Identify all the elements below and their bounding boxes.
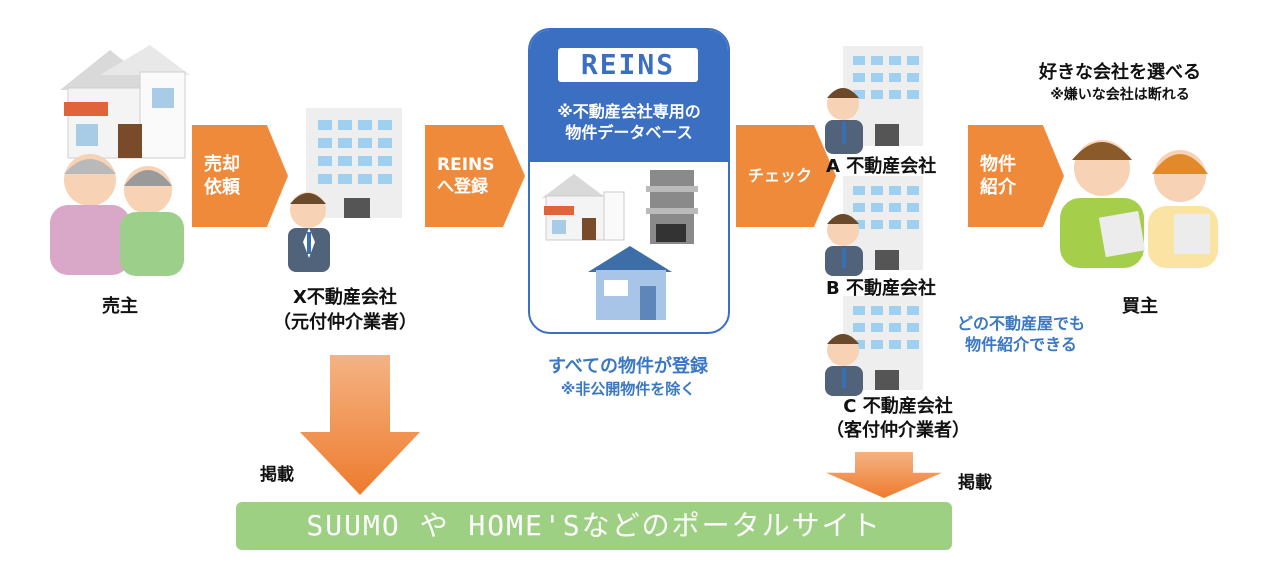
reins-caption: すべての物件が登録 ※非公開物件を除く	[547, 356, 709, 398]
any-agency-note: どの不動産屋でも 物件紹介できる	[956, 314, 1085, 354]
elderly-couple-icon	[50, 154, 184, 276]
buyer-notes: 好きな会社を選べる ※嫌いな会社は断れる	[1039, 62, 1201, 103]
reins-database-box: REINS ※不動産会社専用の 物件データベース	[528, 28, 730, 334]
agent-icon	[825, 88, 863, 154]
reins-register-arrow: REINS へ登録	[425, 125, 525, 227]
property-intro-arrow: 物件 紹介	[968, 125, 1064, 227]
buyer-label: 買主	[1122, 296, 1158, 317]
company-b-label: B 不動産会社	[826, 278, 936, 299]
agent-icon	[825, 214, 863, 276]
x-company-illustration	[288, 108, 402, 272]
seller-label: 売主	[102, 296, 138, 317]
reins-title: REINS	[558, 48, 698, 82]
seller-illustration	[50, 45, 190, 276]
check-arrow: チェック	[736, 125, 836, 227]
portal-sites-banner: SUUMO や HOME'Sなどのポータルサイト	[236, 502, 952, 550]
company-a-illustration	[825, 46, 923, 154]
company-b-illustration	[825, 176, 923, 276]
house-icon	[542, 174, 625, 241]
apartment-icon	[646, 170, 698, 244]
company-c-illustration	[825, 296, 923, 396]
company-a-label: A 不動産会社	[826, 156, 937, 177]
x-company-label: X不動産会社 （元付仲介業者）	[273, 287, 417, 334]
properties-illustration	[542, 170, 698, 320]
house-icon	[588, 246, 672, 320]
agent-icon	[288, 192, 330, 272]
sell-request-arrow: 売却 依頼	[192, 125, 288, 227]
reins-header: REINS ※不動産会社専用の 物件データベース	[530, 30, 728, 162]
listing-label-right: 掲載	[958, 473, 992, 493]
young-couple-icon	[1060, 140, 1218, 268]
house-icon	[60, 45, 190, 159]
listing-arrow-right	[826, 452, 942, 498]
listing-arrow-left	[300, 355, 420, 495]
company-c-label: C 不動産会社 （客付仲介業者）	[826, 396, 970, 442]
listing-label-left: 掲載	[260, 465, 294, 485]
agent-icon	[825, 334, 863, 396]
reins-note: ※不動産会社専用の 物件データベース	[557, 102, 701, 142]
